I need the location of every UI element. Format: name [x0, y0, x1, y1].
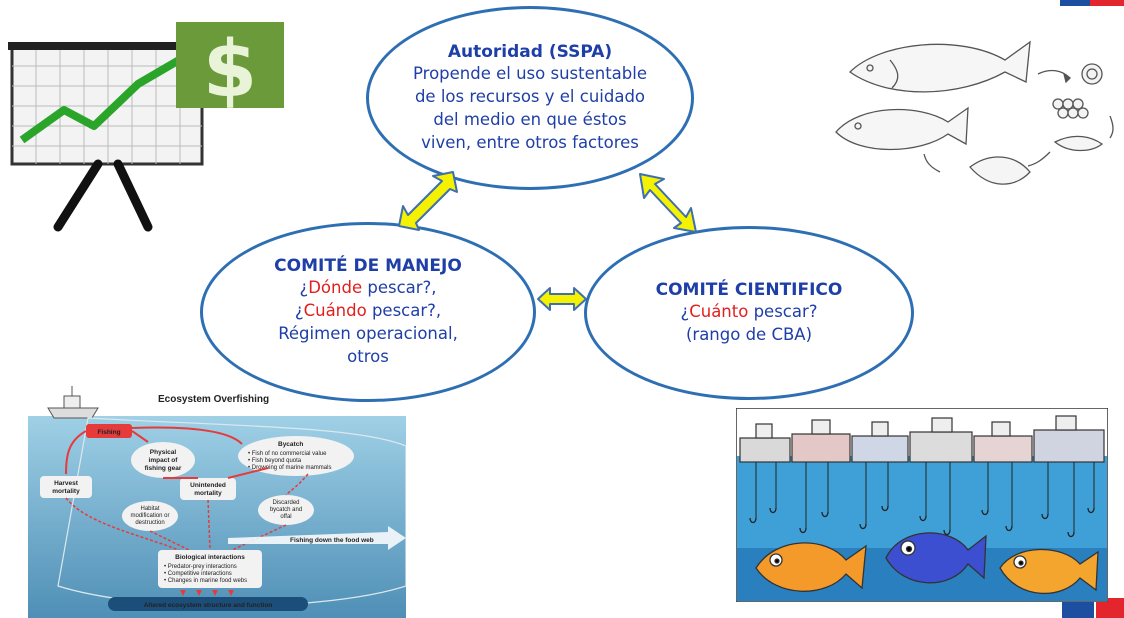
- harvest-line-2: mortality: [52, 488, 80, 495]
- physical-line-2: impact of: [149, 457, 179, 464]
- manejo-cuando: Cuándo: [303, 301, 367, 320]
- unintended-line-2: mortality: [194, 490, 222, 497]
- manejo-line-3: Régimen operacional,: [278, 324, 458, 343]
- autoridad-ellipse: Autoridad (SSPA) Propende el uso sustent…: [366, 6, 694, 190]
- autoridad-line-4: viven, entre otros factores: [421, 133, 639, 152]
- discarded-line-3: offal: [280, 514, 291, 520]
- discarded-line-1: Discarded: [272, 500, 299, 506]
- bycatch-item-2: • Fish beyond quota: [248, 458, 302, 464]
- autoridad-line-3: del medio en que éstos: [433, 110, 627, 129]
- fish-lifecycle-icon: [835, 40, 1114, 185]
- cientifico-line-1-pre: ¿: [680, 302, 690, 321]
- manejo-line-4: otros: [347, 347, 389, 366]
- bio-item-2: • Competitive interactions: [164, 571, 232, 577]
- comite-cientifico-ellipse: COMITÉ CIENTIFICO ¿Cuánto pescar? (rango…: [584, 226, 914, 400]
- physical-line-3: fishing gear: [145, 465, 182, 472]
- autoridad-title: Autoridad (SSPA): [447, 42, 613, 62]
- manejo-line-1-post: pescar?,: [362, 278, 437, 297]
- double-arrow-horizontal-icon: [537, 287, 587, 311]
- bycatch-item-1: • Fish of no commercial value: [248, 451, 327, 457]
- altered-label: Altered ecosystem structure and function: [144, 602, 273, 609]
- bycatch-label: Bycatch: [278, 441, 303, 448]
- manejo-line-2-post: pescar?,: [366, 301, 442, 320]
- physical-line-1: Physical: [150, 449, 177, 456]
- manejo-line-2: ¿Cuándo pescar?,: [295, 299, 441, 322]
- manejo-line-1-pre: ¿: [299, 278, 309, 297]
- autoridad-line-2: de los recursos y el cuidado: [414, 87, 646, 106]
- comite-manejo-ellipse: COMITÉ DE MANEJO ¿Dónde pescar?, ¿Cuándo…: [200, 222, 536, 402]
- habitat-line-2: modification or: [130, 513, 169, 519]
- double-arrow-left-icon: [398, 171, 458, 231]
- cientifico-line-2: (rango de CBA): [685, 325, 813, 344]
- cientifico-title: COMITÉ CIENTIFICO: [655, 280, 843, 300]
- corner-flag-icon: [1060, 0, 1124, 6]
- bio-item-1: • Predator-prey interactions: [164, 564, 237, 570]
- manejo-donde: Dónde: [308, 278, 363, 297]
- overfishing-title: Ecosystem Overfishing: [158, 394, 269, 405]
- cientifico-cuanto: Cuánto: [689, 302, 749, 321]
- bycatch-item-3: • Drowning of marine mammals: [248, 465, 331, 471]
- fishing-fleet-cartoon: [736, 408, 1108, 602]
- double-arrow-right-icon: [639, 173, 697, 233]
- bio-item-3: • Changes in marine food webs: [164, 578, 247, 584]
- manejo-line-1: ¿Dónde pescar?,: [299, 276, 436, 299]
- habitat-line-1: Habitat: [140, 506, 159, 512]
- manejo-title: COMITÉ DE MANEJO: [274, 256, 462, 276]
- svg-text:$: $: [203, 25, 257, 115]
- growth-chart-dollar-icon: $: [8, 22, 284, 232]
- unintended-line-1: Unintended: [190, 482, 226, 489]
- fishing-label: Fishing: [97, 429, 120, 436]
- autoridad-line-1: Propende el uso sustentable: [412, 64, 648, 83]
- ecosystem-overfishing-diagram: Ecosystem Overfishing Fishing Physical i…: [28, 386, 406, 618]
- bio-title: Biological interactions: [175, 554, 245, 561]
- food-web-label: Fishing down the food web: [290, 537, 374, 544]
- cientifico-line-1-post: pescar?: [748, 302, 818, 321]
- corner-flag-icon: [1062, 598, 1124, 618]
- habitat-line-3: destruction: [135, 520, 164, 526]
- discarded-line-2: bycatch and: [270, 507, 302, 513]
- harvest-line-1: Harvest: [54, 480, 79, 487]
- cientifico-line-1: ¿Cuánto pescar?: [680, 300, 817, 323]
- manejo-line-2-pre: ¿: [294, 301, 304, 320]
